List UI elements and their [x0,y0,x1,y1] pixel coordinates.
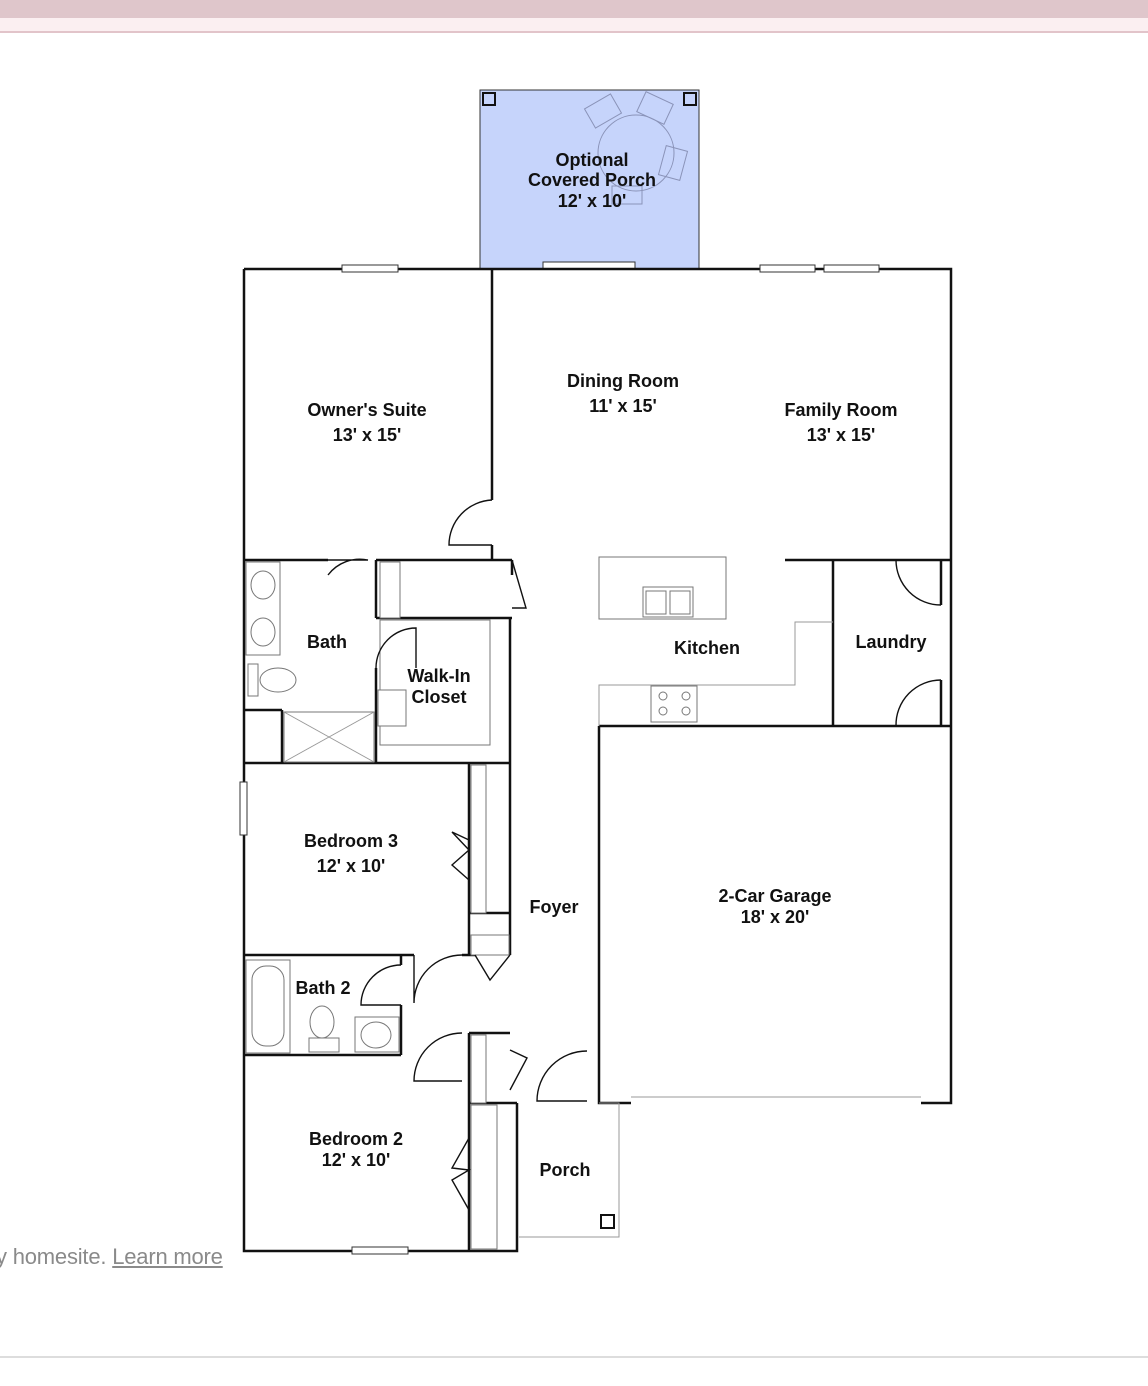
caption: y homesite. Learn more [0,1244,223,1270]
dining-room-size: 11' x 15' [589,396,657,416]
caption-text: y homesite. [0,1244,107,1269]
exterior-walls [239,264,953,1255]
learn-more-link[interactable]: Learn more [112,1244,223,1269]
walkin-closet-label-1: Walk-In [407,666,470,686]
garage-label: 2-Car Garage [718,886,831,906]
dining-room-label: Dining Room [567,371,679,391]
optional-porch-label-1: Optional [556,150,629,170]
family-room-label: Family Room [784,400,897,420]
foyer-label: Foyer [529,897,578,917]
walkin-closet-label-2: Closet [411,687,466,707]
top-bar [0,0,1148,18]
family-room-size: 13' x 15' [807,425,876,445]
laundry-label: Laundry [855,632,926,652]
owners-suite-label: Owner's Suite [307,400,426,420]
garage-size: 18' x 20' [741,907,810,927]
owners-suite-size: 13' x 15' [333,425,402,445]
room-labels: Optional Covered Porch 12' x 10' Owner's… [295,150,926,1180]
bath2-label: Bath 2 [295,978,350,998]
porch-label: Porch [539,1160,590,1180]
bedroom2-size: 12' x 10' [322,1150,391,1170]
bedroom2-label: Bedroom 2 [309,1129,403,1149]
fixtures [245,556,833,1250]
optional-covered-porch [479,89,700,270]
optional-porch-label-2: Covered Porch [528,170,656,190]
bedroom3-size: 12' x 10' [317,856,386,876]
bath-label: Bath [307,632,347,652]
bedroom3-label: Bedroom 3 [304,831,398,851]
door-swings [327,499,942,1211]
footer-divider [0,1356,1148,1358]
optional-porch-size: 12' x 10' [558,191,627,211]
kitchen-label: Kitchen [674,638,740,658]
top-bar-strip [0,18,1148,33]
interior-walls [244,269,951,1251]
